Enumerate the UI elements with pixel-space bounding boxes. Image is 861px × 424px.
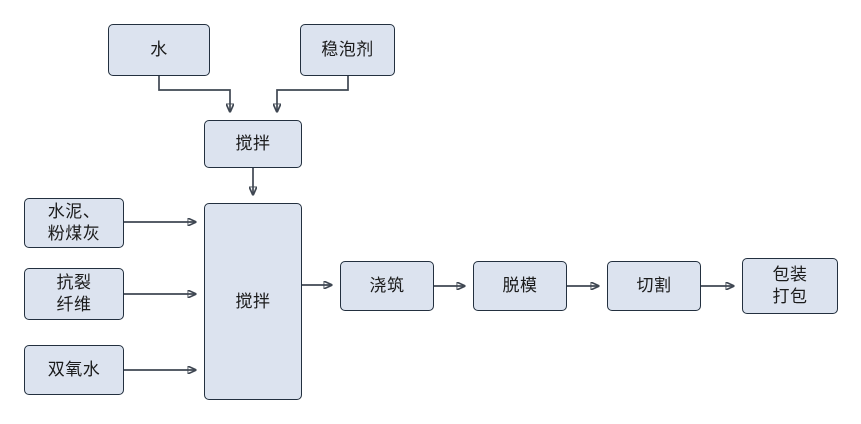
node-mixing-1[interactable]: 搅拌	[204, 120, 302, 168]
node-hydrogen-peroxide[interactable]: 双氧水	[24, 345, 124, 395]
node-cement-flyash[interactable]: 水泥、 粉煤灰	[24, 198, 124, 248]
node-stabilizer[interactable]: 稳泡剂	[300, 24, 395, 76]
edge-stabilizer-to-mix1	[277, 76, 349, 112]
node-mixing-2[interactable]: 搅拌	[204, 203, 302, 400]
node-pouring[interactable]: 浇筑	[340, 261, 434, 311]
node-cutting[interactable]: 切割	[607, 261, 701, 311]
node-packaging[interactable]: 包装 打包	[742, 258, 838, 314]
node-anticrack-fiber[interactable]: 抗裂 纤维	[24, 268, 124, 320]
node-water[interactable]: 水	[108, 24, 210, 76]
node-demolding[interactable]: 脱模	[473, 261, 567, 311]
edge-water-to-mix1	[158, 76, 230, 112]
